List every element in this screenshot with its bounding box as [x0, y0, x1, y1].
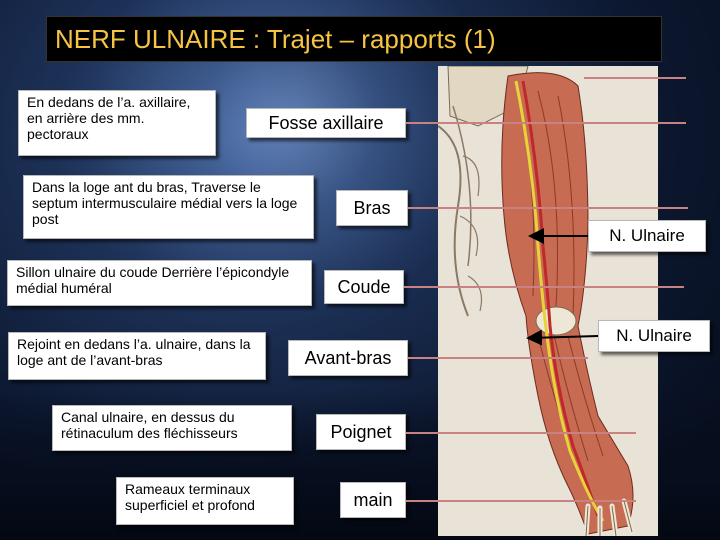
- region-label: main: [353, 490, 393, 510]
- region-label: Fosse axillaire: [268, 113, 384, 133]
- region-box-elbow: Coude: [324, 270, 404, 304]
- region-box-wrist: Poignet: [316, 414, 406, 450]
- region-box-forearm: Avant-bras: [288, 340, 408, 376]
- region-box-hand: main: [340, 482, 406, 518]
- region-box-axilla: Fosse axillaire: [246, 108, 406, 138]
- guide-line-axilla: [406, 122, 686, 124]
- description-box-axilla: En dedans de l’a. axillaire, en arrière …: [18, 90, 216, 156]
- guide-line-elbow: [404, 286, 684, 288]
- description-text: En dedans de l’a. axillaire, en arrière …: [27, 94, 191, 142]
- description-text: Sillon ulnaire du coude Derrière l’épico…: [16, 264, 290, 296]
- guide-line-arm: [408, 207, 688, 209]
- guide-line-hand: [406, 500, 636, 502]
- description-box-elbow: Sillon ulnaire du coude Derrière l’épico…: [7, 260, 312, 306]
- arm-anatomy-illustration: [438, 66, 658, 536]
- description-text: Dans la loge ant du bras, Traverse le se…: [32, 179, 298, 227]
- slide-title: NERF ULNAIRE : Trajet – rapports (1): [55, 24, 496, 54]
- description-box-forearm: Rejoint en dedans l’a. ulnaire, dans la …: [8, 332, 266, 380]
- description-text: Rejoint en dedans l’a. ulnaire, dans la …: [17, 336, 251, 368]
- callout-label: N. Ulnaire: [609, 226, 685, 245]
- description-box-wrist: Canal ulnaire, en dessus du rétinaculum …: [52, 405, 292, 451]
- guide-line: [584, 77, 686, 79]
- guide-line-wrist: [406, 432, 636, 434]
- region-label: Coude: [337, 277, 391, 297]
- callout-label: N. Ulnaire: [616, 326, 692, 345]
- region-label: Avant-bras: [304, 348, 392, 368]
- guide-line-forearm: [408, 357, 588, 359]
- description-box-arm: Dans la loge ant du bras, Traverse le se…: [23, 175, 314, 239]
- callout-ulnar-nerve-upper: N. Ulnaire: [588, 220, 706, 252]
- arrow-lower-ulnar-nerve: [526, 329, 599, 346]
- description-text: Canal ulnaire, en dessus du rétinaculum …: [61, 409, 238, 441]
- region-label: Poignet: [330, 422, 392, 442]
- arm-anatomy-drawing: [438, 66, 658, 536]
- description-text: Rameaux terminaux superficiel et profond: [125, 481, 255, 513]
- callout-ulnar-nerve-lower: N. Ulnaire: [598, 320, 710, 352]
- region-label: Bras: [353, 198, 391, 218]
- title-bar: NERF ULNAIRE : Trajet – rapports (1): [46, 16, 662, 62]
- region-box-arm: Bras: [336, 190, 408, 226]
- description-box-hand: Rameaux terminaux superficiel et profond: [116, 477, 294, 525]
